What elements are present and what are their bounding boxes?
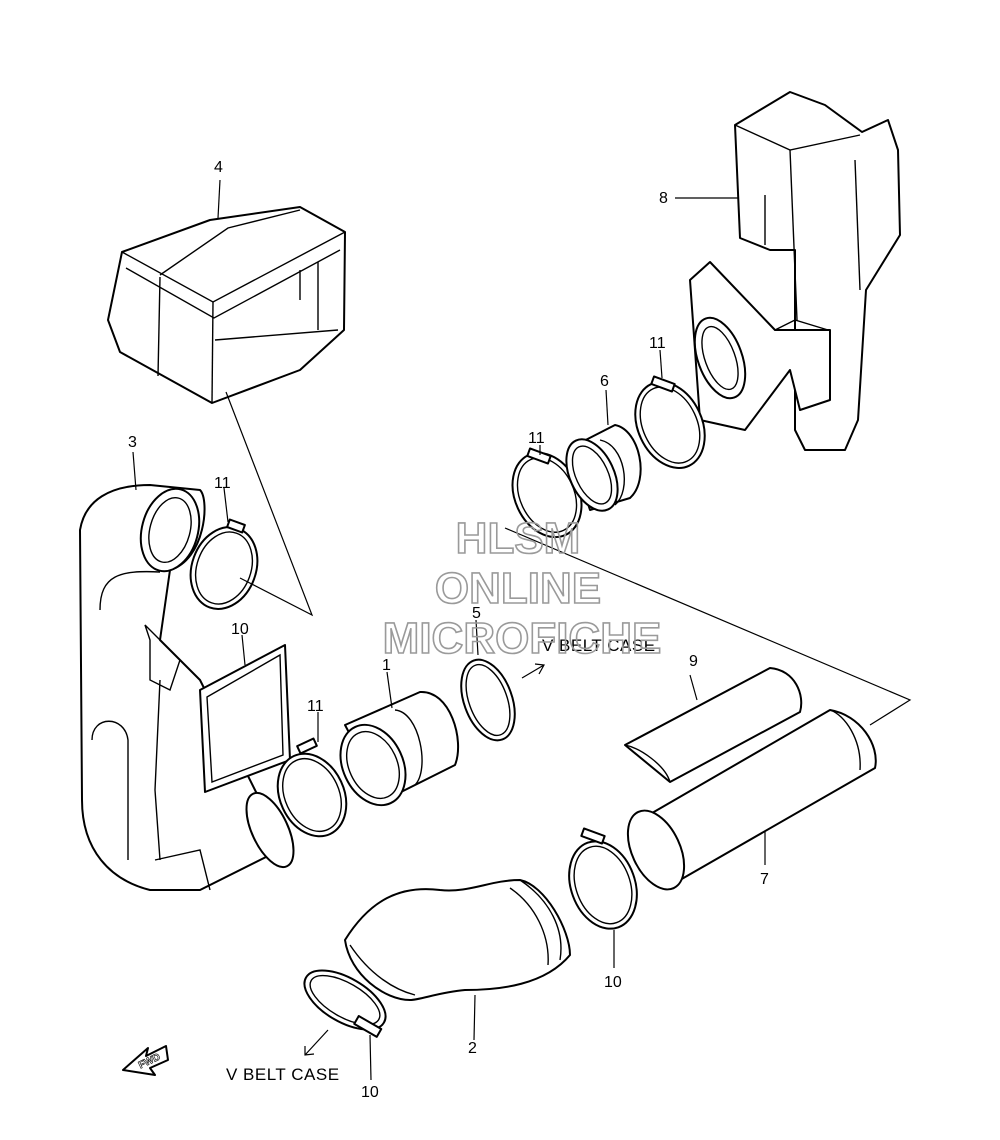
leader-lines bbox=[132, 179, 912, 1081]
callout-2: 2 bbox=[468, 1040, 477, 1057]
callout-1: 1 bbox=[382, 657, 391, 674]
watermark-line-2: ONLINE bbox=[435, 564, 601, 613]
part-11-clamp-a[interactable] bbox=[180, 518, 269, 619]
callout-3: 3 bbox=[128, 434, 137, 451]
watermark-line-1: HLSM bbox=[456, 514, 581, 563]
part-9-half-shell[interactable] bbox=[624, 667, 803, 783]
callout-11-a: 11 bbox=[214, 475, 231, 492]
part-6-coupler[interactable] bbox=[556, 424, 642, 519]
callout-5: 5 bbox=[472, 605, 481, 622]
callout-4: 4 bbox=[214, 159, 223, 176]
watermark-line-3: MICROFICHE bbox=[383, 614, 662, 663]
callout-11-d: 11 bbox=[649, 335, 666, 352]
callout-11-b: 11 bbox=[307, 698, 324, 715]
callout-7: 7 bbox=[760, 871, 769, 888]
part-1-sleeve[interactable] bbox=[328, 690, 460, 816]
part-10-clamp-bottom[interactable] bbox=[295, 958, 395, 1041]
callout-10-b: 10 bbox=[604, 974, 622, 991]
fwd-arrow-icon: FWD bbox=[122, 1045, 169, 1076]
callout-6: 6 bbox=[600, 373, 609, 390]
part-4-air-box[interactable] bbox=[107, 206, 346, 404]
part-10-clamp-right[interactable] bbox=[558, 827, 649, 938]
callout-8: 8 bbox=[659, 190, 668, 207]
part-7-tube[interactable] bbox=[616, 709, 877, 898]
part-5-oval-clamp[interactable] bbox=[451, 652, 525, 747]
part-2-elbow-duct[interactable] bbox=[344, 879, 571, 1001]
part-10-gasket-plate[interactable] bbox=[199, 644, 291, 793]
part-8-upper-duct[interactable] bbox=[685, 91, 901, 451]
callout-9: 9 bbox=[689, 653, 698, 670]
callout-11-c: 11 bbox=[528, 430, 545, 447]
v-belt-case-label-top: V BELT CASE bbox=[542, 636, 656, 655]
watermark: HLSM ONLINE MICROFICHE bbox=[382, 513, 662, 664]
callout-10-c: 10 bbox=[361, 1084, 379, 1101]
part-3-side-duct[interactable] bbox=[79, 482, 303, 891]
part-11-clamp-d[interactable] bbox=[622, 371, 718, 480]
v-belt-case-label-bottom: V BELT CASE bbox=[226, 1065, 340, 1084]
part-11-clamp-b[interactable] bbox=[265, 737, 359, 848]
callout-10-a: 10 bbox=[231, 621, 249, 638]
